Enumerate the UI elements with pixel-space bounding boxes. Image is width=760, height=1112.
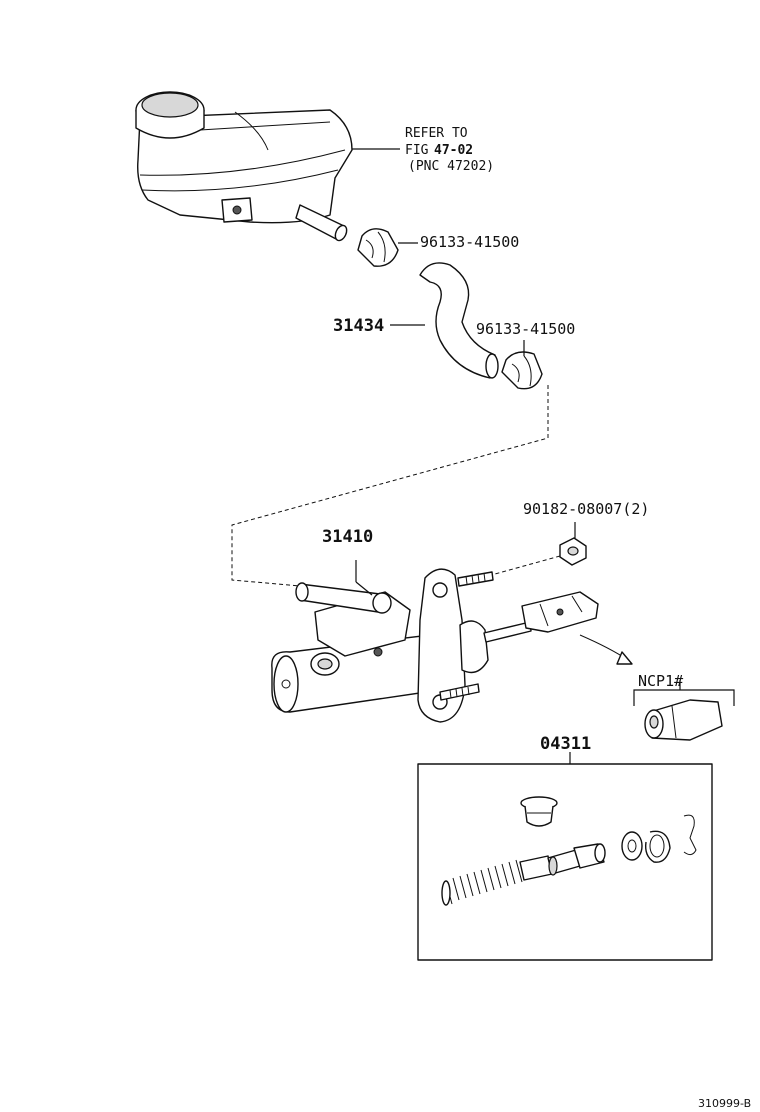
reservoir-tank [135, 91, 353, 242]
label-clamp-upper[interactable]: 96133-41500 [420, 233, 519, 251]
variant-part [633, 680, 735, 741]
label-cylinder[interactable]: 31410 [322, 527, 373, 547]
reservoir-hose [390, 262, 499, 379]
label-nut[interactable]: 90182-08007(2) [523, 500, 649, 518]
refer-line-3: (PNC 47202) [408, 159, 494, 174]
diagram-code: 310999-B [698, 1097, 751, 1110]
label-variant: NCP1# [638, 672, 683, 690]
kit-spring [441, 859, 523, 906]
clutch-master-cylinder [271, 560, 599, 723]
label-hose[interactable]: 31434 [333, 316, 384, 336]
hose-clamp-lower [501, 340, 543, 390]
repair-kit [417, 752, 713, 961]
refer-fig-link[interactable]: 47-02 [434, 143, 473, 158]
refer-line-1: REFER TO [405, 126, 468, 141]
hose-clamp-upper [357, 228, 418, 267]
label-kit[interactable]: 04311 [540, 734, 591, 754]
hex-nut [494, 522, 587, 575]
variant-arrow [579, 634, 633, 665]
label-clamp-lower[interactable]: 96133-41500 [476, 320, 575, 338]
refer-line-2-prefix: FIG [405, 143, 429, 158]
